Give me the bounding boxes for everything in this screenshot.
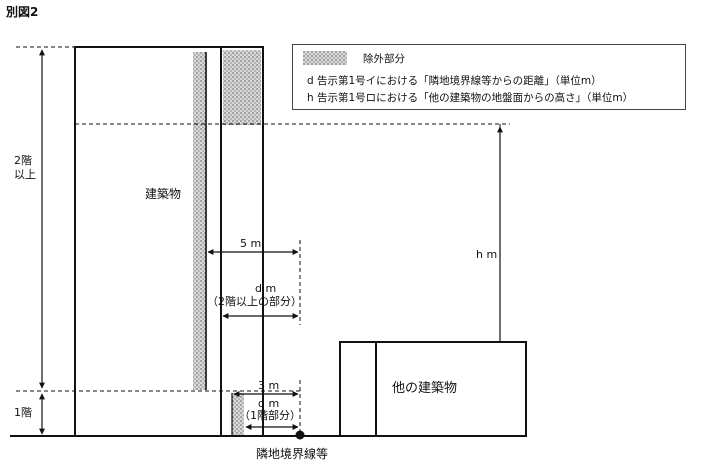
- legend-d: d 告示第1号イにおける「隣地境界線等からの距離」（単位m）: [307, 75, 602, 87]
- legend-excluded: 除外部分: [363, 53, 405, 65]
- lower-part-label: （1階部分）: [239, 409, 301, 422]
- other-building-label: 他の建築物: [392, 381, 458, 396]
- upper-part-label: （2階以上の部分）: [207, 295, 302, 308]
- excluded-strip-lower: [232, 393, 244, 435]
- figure-title: 別図2: [6, 5, 39, 19]
- excluded-strip-upper: [193, 52, 207, 390]
- building-label: 建築物: [145, 187, 182, 201]
- legend-h: h 告示第1号ロにおける「他の建築物の地盤面からの高さ」（単位m）: [307, 92, 634, 104]
- dm-upper-label: d m: [255, 282, 277, 295]
- floor2-label-1: 2階: [14, 154, 32, 167]
- main-building: [74, 46, 264, 437]
- boundary-label: 隣地境界線等: [256, 447, 329, 461]
- excluded-swatch-icon: [303, 51, 347, 65]
- floor2-label-2: 以上: [14, 168, 36, 181]
- boundary-point: [295, 430, 305, 440]
- three-m-label: 3 m: [258, 379, 280, 392]
- excluded-block-top: [223, 50, 261, 125]
- h-m-label: h m: [476, 248, 498, 261]
- floor1-label: 1階: [14, 406, 32, 419]
- other-building: [339, 341, 527, 437]
- legend: 除外部分 d 告示第1号イにおける「隣地境界線等からの距離」（単位m） h 告示…: [292, 44, 686, 110]
- dm-lower-label: d m: [258, 397, 280, 410]
- five-m-label: 5 m: [240, 237, 262, 250]
